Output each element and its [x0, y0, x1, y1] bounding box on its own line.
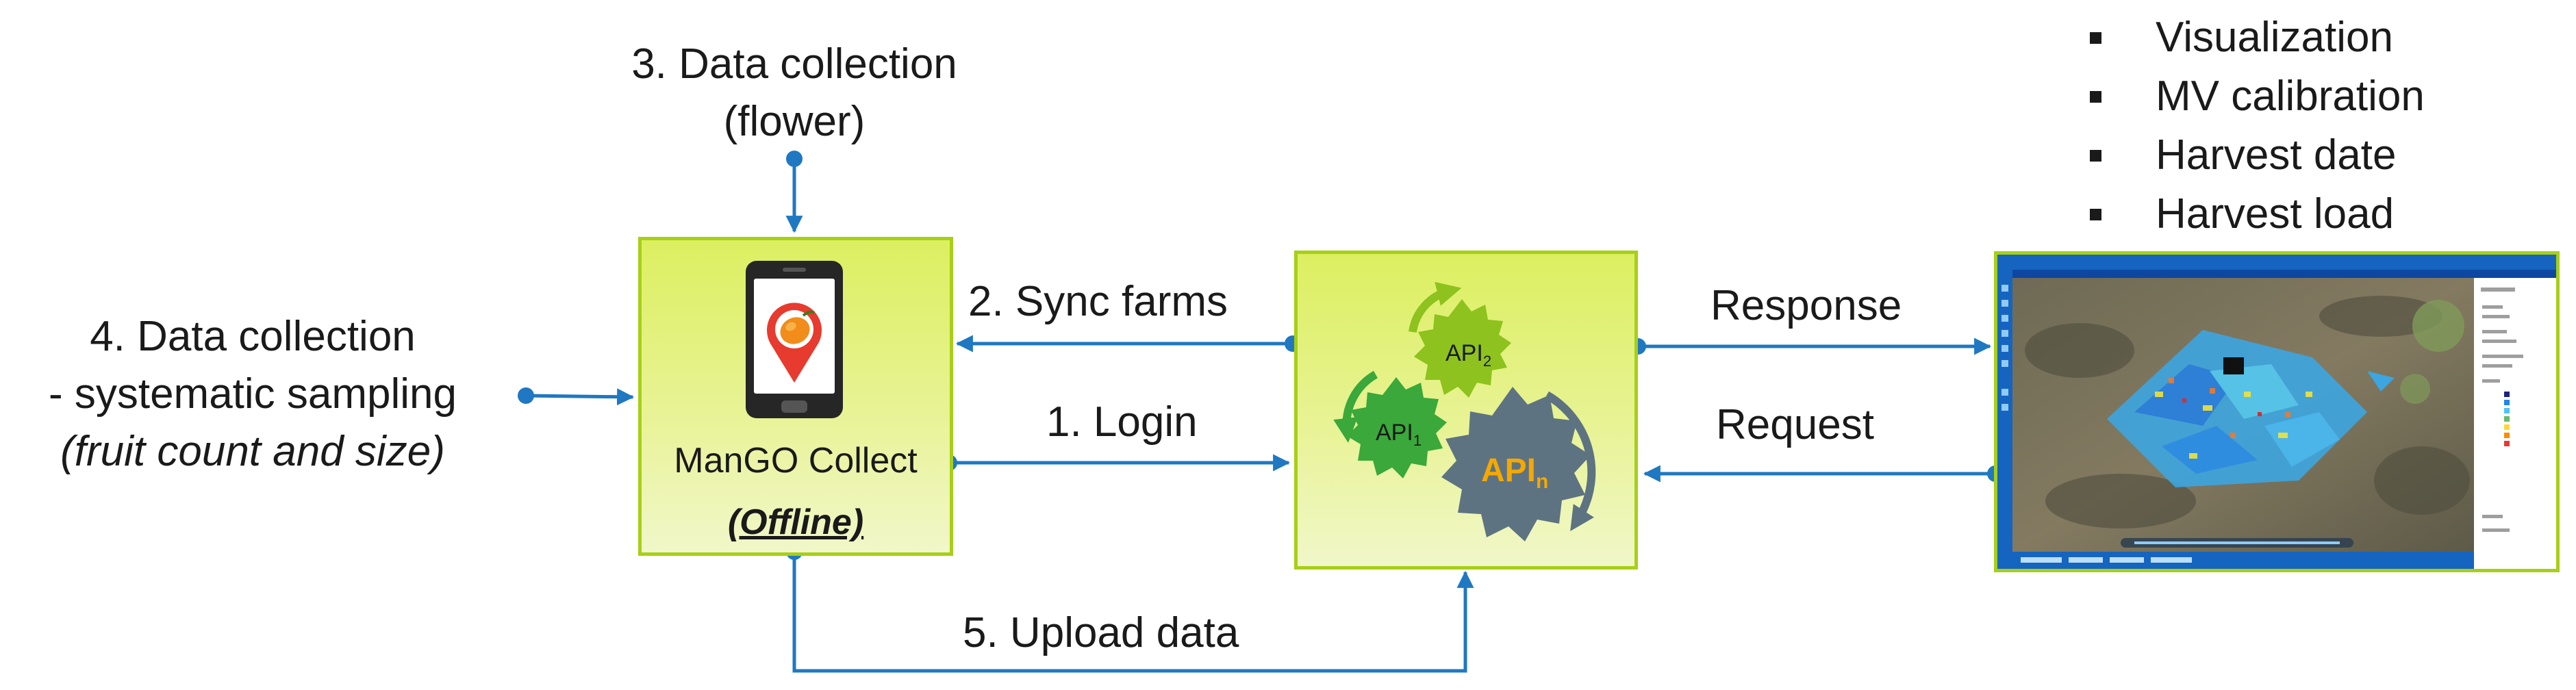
api-2-label: API2 — [1445, 340, 1491, 370]
label-request: Request — [1716, 401, 1874, 448]
smartphone-icon — [746, 261, 843, 418]
arrow-upload-data — [792, 552, 1474, 673]
web-dashboard-screenshot — [1994, 251, 2560, 572]
label-systematic-collection: 4. Data collection - systematic sampling… — [48, 313, 457, 475]
api-1-label: API1 — [1376, 420, 1422, 449]
web-tools-list: Visualization MV calibration Harvest dat… — [2090, 8, 2425, 244]
api-server-box: API2 API1 APIn — [1294, 251, 1638, 570]
label-login: 1. Login — [1046, 398, 1198, 446]
arrow-systematic-collection — [525, 388, 635, 406]
label-sync-farms: 2. Sync farms — [968, 278, 1228, 325]
tool-harvest-date: Harvest date — [2090, 126, 2425, 185]
tool-harvest-load: Harvest load — [2090, 185, 2425, 244]
tool-mv-calibration: MV calibration — [2090, 67, 2425, 126]
gears-icon: API2 API1 APIn — [1333, 281, 1596, 541]
mobile-app-box: ManGO Collect (Offline) — [638, 237, 953, 556]
api-n-label: APIn — [1481, 452, 1548, 493]
satellite-map-image — [1997, 255, 2556, 569]
label-upload-data: 5. Upload data — [963, 609, 1239, 656]
mango-icon — [780, 310, 816, 344]
label-response: Response — [1710, 282, 1902, 329]
app-mode: (Offline) — [727, 502, 864, 542]
tool-visualization: Visualization — [2090, 8, 2425, 67]
label-flower-collection: 3. Data collection (flower) — [631, 40, 957, 145]
app-name: ManGO Collect — [674, 441, 918, 481]
